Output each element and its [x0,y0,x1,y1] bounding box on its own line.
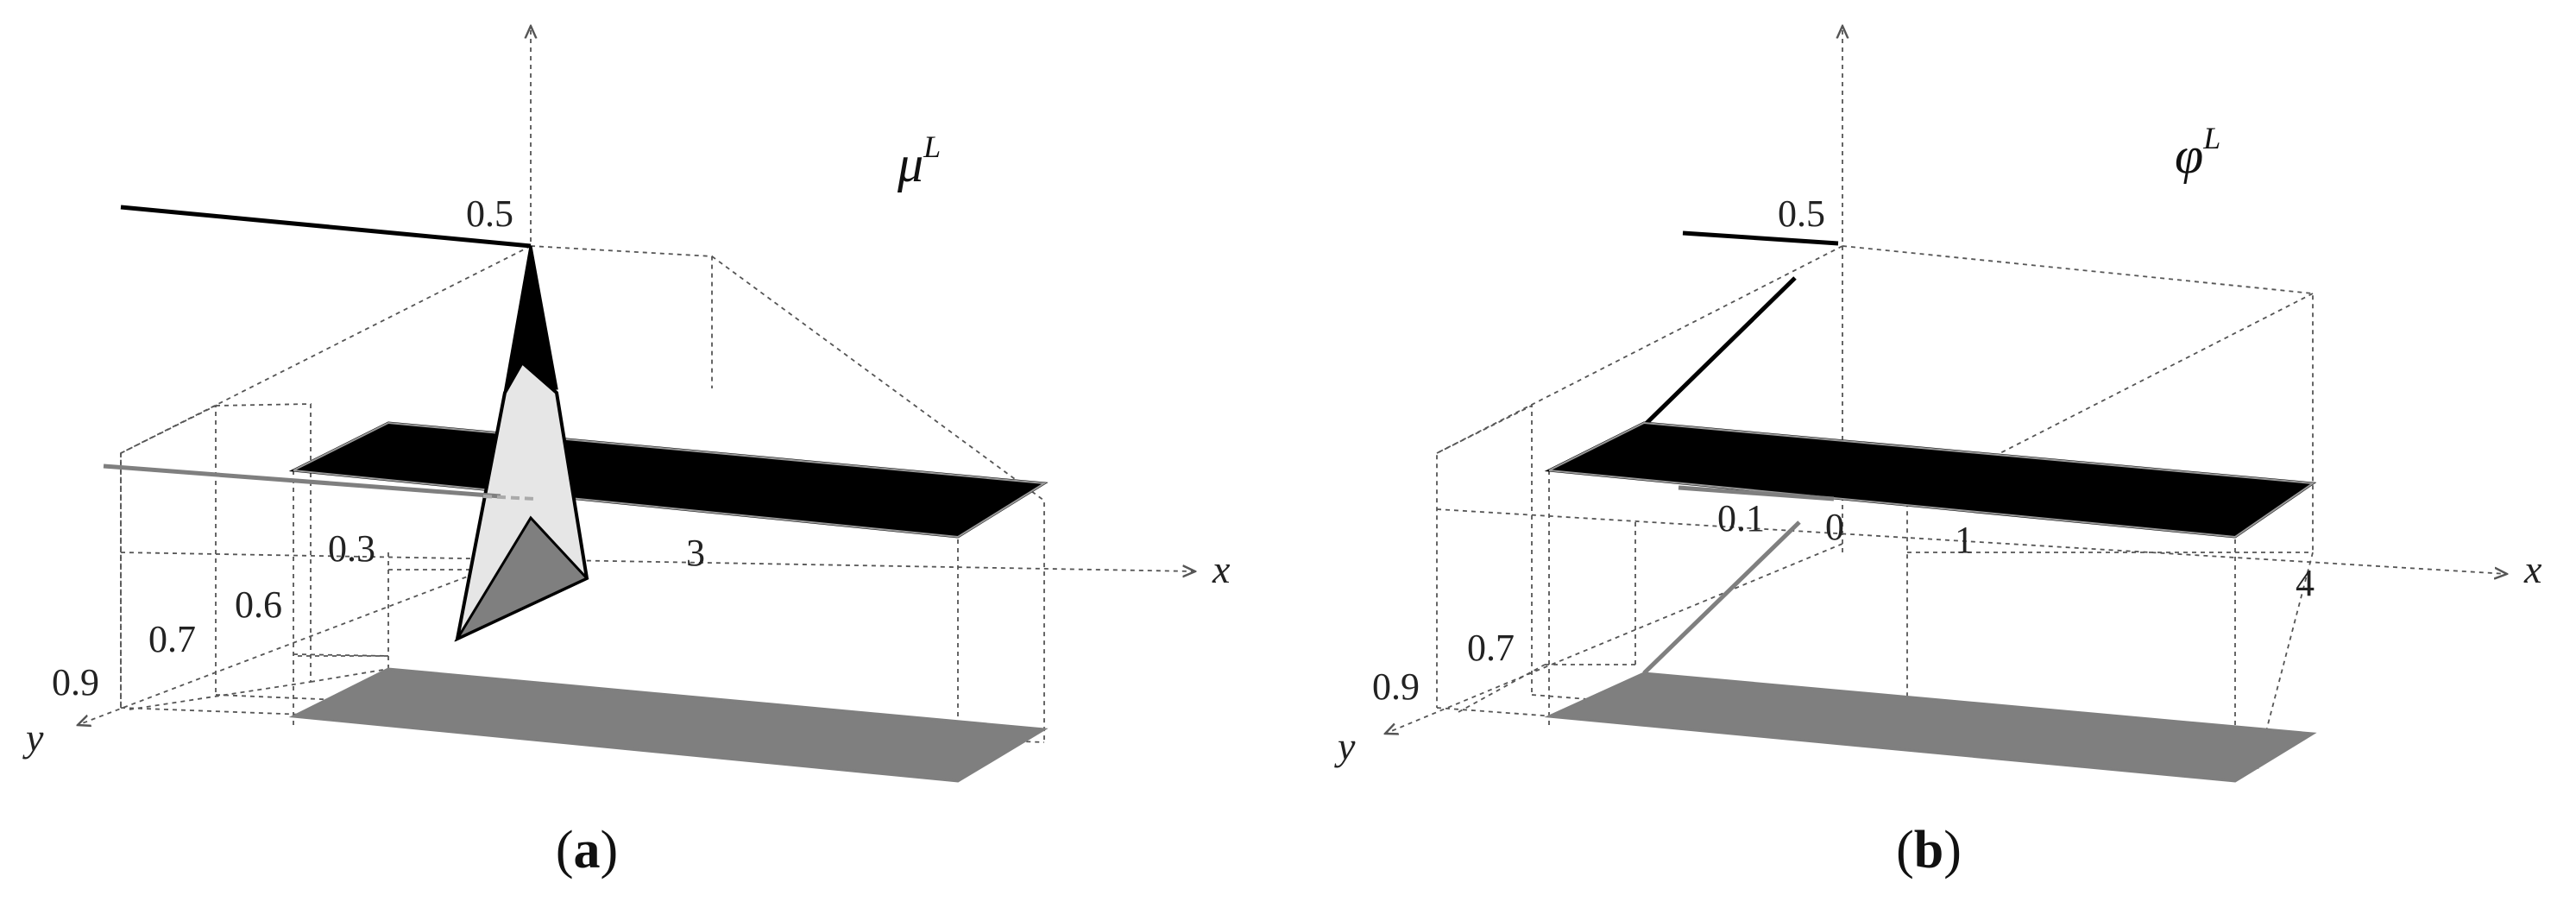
x-tick-b-3: 4 [2296,562,2315,604]
rising-line-b [1638,276,1797,432]
x-tick-b-2: 1 [1955,519,1974,561]
x-axis-a [120,552,1195,571]
y-axis-a [78,552,532,725]
panel-b: φL 0.5 x y 0.1 0 1 4 0.7 0.9 (b) [1334,26,2542,880]
projection-plane-a [288,667,1049,783]
y-tick-a-1: 0.6 [235,583,282,626]
x-axis-label-b: x [2523,547,2542,591]
y-tick-a-3: 0.9 [52,661,99,703]
x-axis-b [1436,508,2507,574]
spike-shadow-a [454,515,589,642]
peak-level-line-b [1682,230,1839,246]
panel-a: μL 0.5 x y 3 0.3 0.6 0.7 0.9 (a) [22,26,1231,880]
y-tick-b-0: 0.7 [1467,627,1515,669]
function-label-a: μL [897,129,941,192]
y-axis-label-a: y [22,716,44,760]
caption-b: (b) [1896,821,1962,880]
caption-a: (a) [556,821,618,880]
plateau-surface-a [288,421,1049,539]
projection-line-a [103,463,501,499]
plateau-surface-b [1544,421,2317,539]
peak-label-a: 0.5 [466,192,513,235]
y-tick-a-2: 0.7 [148,618,196,660]
x-tick-b-1: 0 [1825,506,1844,548]
x-tick-b-0: 0.1 [1717,497,1765,539]
projection-diagonal-b [1642,520,1801,675]
peak-label-b: 0.5 [1778,192,1825,235]
projection-line-b [1678,485,1835,501]
x-axis-label-a: x [1212,547,1231,591]
projection-plane-b [1544,672,2317,783]
x-tick-a-0: 3 [686,532,705,574]
y-tick-b-1: 0.9 [1372,665,1420,708]
y-tick-a-0: 0.3 [328,527,375,570]
function-label-b: φL [2175,121,2220,184]
y-axis-label-b: y [1334,724,1356,768]
peak-level-line-a [120,205,532,249]
